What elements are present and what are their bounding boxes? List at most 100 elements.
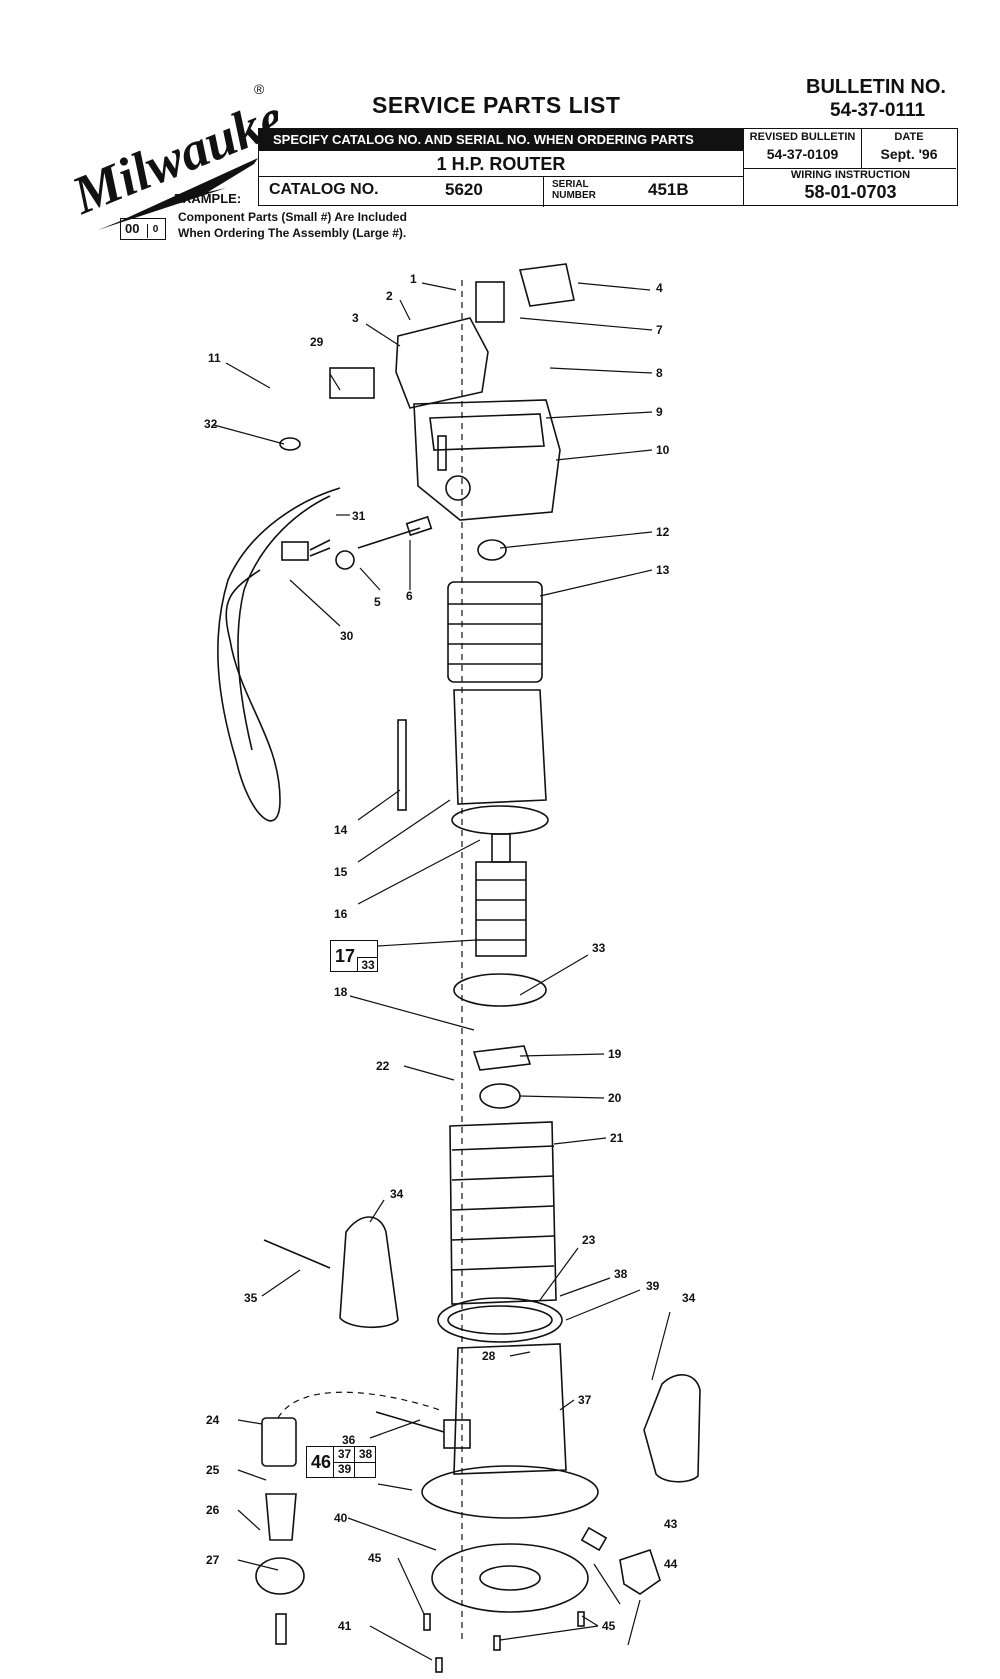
callout-35: 35 [244, 1291, 258, 1305]
revised-bulletin-label: REVISED BULLETIN [749, 131, 856, 143]
bolt-35 [263, 1239, 331, 1269]
screw-41 [435, 1657, 443, 1673]
bulletin-label: BULLETIN NO. [806, 76, 946, 98]
callout-26: 26 [206, 1503, 220, 1517]
callout-3: 3 [352, 311, 359, 325]
revised-bulletin-value: 54-37-0109 [766, 146, 839, 162]
carbon-brush [405, 515, 433, 537]
example-line-1: Component Parts (Small #) Are Included [178, 210, 407, 224]
callout-16: 16 [334, 907, 348, 921]
callout-15: 15 [334, 865, 348, 879]
handle-right [643, 1374, 701, 1483]
callout-2: 2 [386, 289, 393, 303]
callout-44: 44 [664, 1557, 678, 1571]
fan [453, 973, 547, 1007]
callout-9: 9 [656, 405, 663, 419]
callout-33: 33 [592, 941, 606, 955]
callout-25: 25 [206, 1463, 220, 1477]
ordering-instruction: SPECIFY CATALOG NO. AND SERIAL NO. WHEN … [259, 129, 743, 151]
sub-base [431, 1543, 589, 1613]
collet [265, 1493, 297, 1541]
assembly-17-small: 33 [357, 957, 378, 972]
serial-label: SERIAL NUMBER [552, 179, 596, 201]
callout-14: 14 [334, 823, 348, 837]
callout-43: 43 [664, 1517, 678, 1531]
callout-38: 38 [614, 1267, 628, 1281]
example-ref-box: 00 0 [120, 218, 166, 240]
motor-cylinder [449, 1121, 557, 1305]
handle-left [339, 1216, 399, 1329]
bearing-upper [477, 539, 507, 561]
depth-knob [619, 1548, 661, 1595]
assembly-46-small-2: 38 [354, 1447, 376, 1463]
callout-8: 8 [656, 366, 663, 380]
revision-table: REVISED BULLETIN 54-37-0109 DATE Sept. '… [744, 128, 958, 206]
collet-nut-assy [261, 1417, 297, 1467]
callout-28: 28 [482, 1349, 496, 1363]
callout-39: 39 [646, 1279, 660, 1293]
callout-1: 1 [410, 272, 417, 286]
screw-45c [577, 1611, 585, 1627]
callout-41: 41 [338, 1619, 352, 1633]
cord-clamp [279, 437, 301, 451]
label-part [329, 367, 375, 399]
callout-13: 13 [656, 563, 670, 577]
depth-knob-shaft [580, 1526, 608, 1552]
registered-mark: ® [254, 81, 265, 97]
screw-45 [423, 1613, 431, 1631]
callout-36: 36 [342, 1433, 356, 1447]
serial-cell: SERIAL NUMBER 451B [543, 177, 745, 207]
document-title: SERVICE PARTS LIST [372, 92, 621, 118]
handle-bracket [395, 317, 489, 409]
callout-34b: 34 [682, 1291, 696, 1305]
long-screw [397, 719, 407, 811]
motor-housing-top [413, 399, 561, 521]
callout-10: 10 [656, 443, 670, 457]
callout-5: 5 [374, 595, 381, 609]
bearing-lower [479, 1083, 521, 1109]
motor-housing [453, 689, 547, 805]
callout-30: 30 [340, 629, 354, 643]
date-label: DATE [894, 131, 924, 143]
brush-spring [357, 527, 421, 549]
callout-29: 29 [310, 335, 324, 349]
callout-11: 11 [208, 351, 221, 365]
callout-31: 31 [352, 509, 366, 523]
callout-45a: 45 [368, 1551, 382, 1565]
callout-12: 12 [656, 525, 670, 539]
serial-value: 451B [648, 180, 689, 199]
example-line-2: When Ordering The Assembly (Large #). [178, 226, 407, 240]
callout-40: 40 [334, 1511, 348, 1525]
assembly-ref-46: 46 37 38 39 [306, 1446, 376, 1478]
bearing-retainer [472, 1045, 532, 1071]
product-table: SPECIFY CATALOG NO. AND SERIAL NO. WHEN … [258, 128, 745, 207]
milwaukee-logo: Milwaukee ® [63, 80, 278, 230]
part-drawings [217, 263, 701, 1673]
callout-7: 7 [656, 323, 663, 337]
callout-24: 24 [206, 1413, 220, 1427]
callout-19: 19 [608, 1047, 622, 1061]
leader-lines [213, 282, 671, 1661]
date-cell: DATE Sept. '96 [862, 129, 956, 169]
bolt-36 [375, 1411, 445, 1433]
callout-37: 37 [578, 1393, 592, 1407]
wiring-label: WIRING INSTRUCTION [790, 169, 911, 181]
brush-holder [335, 550, 355, 570]
field-assembly [447, 581, 543, 683]
header-block: SPECIFY CATALOG NO. AND SERIAL NO. WHEN … [258, 128, 958, 207]
assembly-17-big: 17 [335, 946, 356, 966]
base-flange [421, 1465, 599, 1519]
callout-34a: 34 [390, 1187, 404, 1201]
revised-bulletin-cell: REVISED BULLETIN 54-37-0109 [744, 129, 862, 169]
callout-32: 32 [204, 417, 218, 431]
screw-part [437, 435, 447, 471]
date-value: Sept. '96 [880, 146, 938, 162]
brush-cap [445, 475, 471, 501]
callout-27: 27 [206, 1553, 220, 1567]
callout-45b: 45 [602, 1619, 616, 1633]
callout-20: 20 [608, 1091, 622, 1105]
wrench-part [275, 1613, 287, 1645]
example-small-number: 0 [147, 224, 163, 238]
wiring-value: 58-01-0703 [804, 182, 897, 202]
